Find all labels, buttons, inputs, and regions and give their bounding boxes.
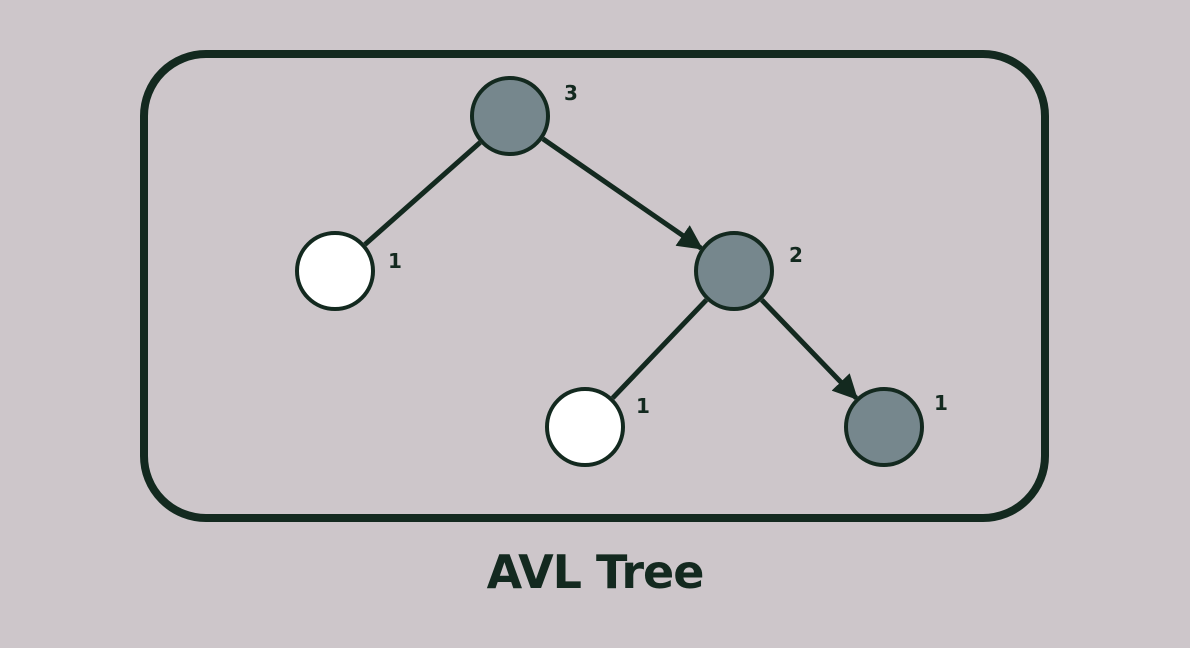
node-height-label-right-right-grandchild: 1 — [934, 391, 948, 415]
node-height-label-root: 3 — [564, 81, 578, 105]
node-height-label-right-child: 2 — [789, 243, 803, 267]
edge-root-to-left-child — [363, 140, 482, 247]
tree-frame — [140, 50, 1049, 522]
edges-layer — [363, 136, 859, 400]
diagram-title: AVL Tree — [486, 545, 705, 599]
edge-right-child-to-right-right-grandchild-arrow — [759, 298, 859, 400]
tree-node-root — [470, 76, 550, 156]
node-height-label-right-left-grandchild: 1 — [636, 394, 650, 418]
node-height-label-left-child: 1 — [388, 249, 402, 273]
edge-right-child-to-right-left-grandchild — [610, 298, 709, 400]
edge-root-to-right-child-arrow — [541, 136, 704, 251]
tree-node-left-child — [295, 231, 375, 311]
tree-node-right-right-grandchild — [844, 387, 924, 467]
tree-node-right-left-grandchild — [545, 387, 625, 467]
nodes-layer: 3 1 2 1 1 — [295, 76, 948, 467]
tree-node-right-child — [694, 231, 774, 311]
